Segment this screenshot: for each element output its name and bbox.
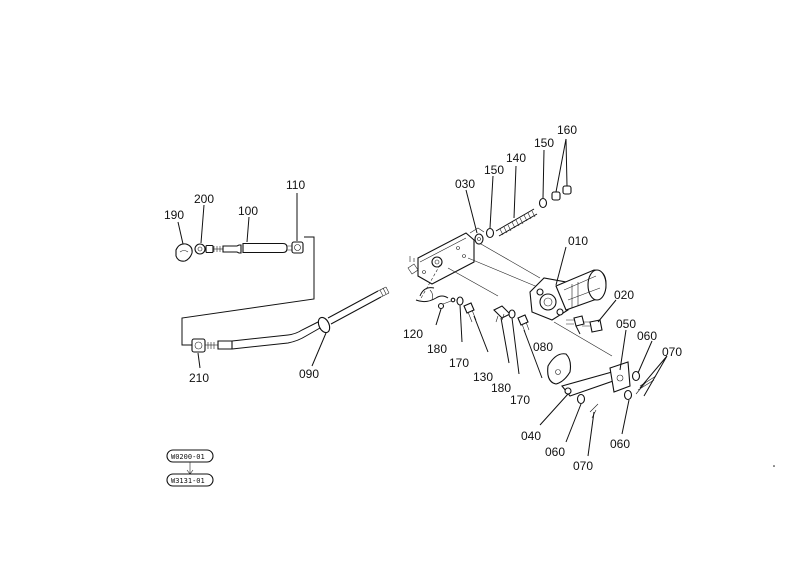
part-090-cable — [205, 286, 390, 350]
label-070-lower: 070 — [573, 459, 593, 473]
label-210: 210 — [189, 371, 209, 385]
label-120: 120 — [403, 327, 423, 341]
part-060-washer-lower — [576, 393, 586, 405]
part-050-arm — [609, 361, 631, 393]
cable-connector-line — [181, 236, 315, 346]
label-040: 040 — [521, 429, 541, 443]
label-070-upper: 070 — [662, 345, 682, 359]
upper-spring-set — [474, 185, 572, 245]
label-200: 200 — [194, 192, 214, 206]
part-060-washer-mid — [623, 389, 633, 401]
part-070-pin-lower — [589, 403, 599, 419]
stamp-bottom-frame — [166, 473, 214, 487]
part-150-washer-a — [485, 227, 495, 239]
label-150-upper-left: 150 — [484, 163, 504, 177]
label-060-lower-right: 060 — [610, 437, 630, 451]
label-060-lower-left: 060 — [545, 445, 565, 459]
cable-assembly-left — [175, 236, 390, 353]
part-160-nut — [551, 185, 572, 201]
label-090: 090 — [299, 367, 319, 381]
label-180-right: 180 — [491, 381, 511, 395]
part-150-washer-b — [538, 197, 548, 209]
label-180-left: 180 — [427, 342, 447, 356]
part-020-bolt — [582, 319, 603, 333]
center-bracket-assembly — [407, 227, 541, 303]
part-190-knob — [175, 243, 193, 262]
part-200-nut — [194, 243, 214, 255]
part-120-pin — [437, 297, 456, 310]
part-010-solenoid — [529, 269, 607, 321]
part-180-washer-b — [508, 309, 516, 319]
label-050: 050 — [616, 317, 636, 331]
part-140-spring — [495, 208, 538, 237]
part-210-nut — [191, 338, 206, 353]
stamp-arrow — [186, 462, 194, 475]
stamp-bottom-text: W3131-01 — [171, 477, 205, 485]
label-130: 130 — [473, 370, 493, 384]
part-030-collar — [474, 233, 484, 245]
part-110-nut — [291, 241, 304, 254]
label-010: 010 — [568, 234, 588, 248]
label-190: 190 — [164, 208, 184, 222]
part-130-link — [493, 305, 511, 323]
label-060-upper: 060 — [637, 329, 657, 343]
bracket-plate — [417, 232, 475, 285]
part-180-washer-a — [456, 296, 464, 306]
stray-mark — [773, 465, 775, 467]
leader-lines — [177, 138, 668, 457]
label-170-right: 170 — [510, 393, 530, 407]
part-060-washer-upper — [631, 370, 641, 382]
label-030: 030 — [455, 177, 475, 191]
label-080: 080 — [533, 340, 553, 354]
part-170-bolt-a — [463, 302, 477, 323]
part-170-bolt-b — [517, 314, 530, 333]
label-150-upper-right: 150 — [534, 136, 554, 150]
label-020: 020 — [614, 288, 634, 302]
reference-stamps: W0200-01 W3131-01 — [166, 449, 214, 487]
label-160: 160 — [557, 123, 577, 137]
part-040-lever — [547, 353, 617, 397]
part-100-rod — [222, 242, 292, 254]
callout-labels: 190 200 100 110 210 090 030 150 140 150 … — [164, 123, 682, 473]
label-170-left: 170 — [449, 356, 469, 370]
label-140: 140 — [506, 151, 526, 165]
stamp-top-text: W0200-01 — [171, 453, 205, 461]
label-110: 110 — [286, 178, 305, 192]
part-080-bolt — [566, 315, 585, 327]
label-100: 100 — [238, 204, 258, 218]
